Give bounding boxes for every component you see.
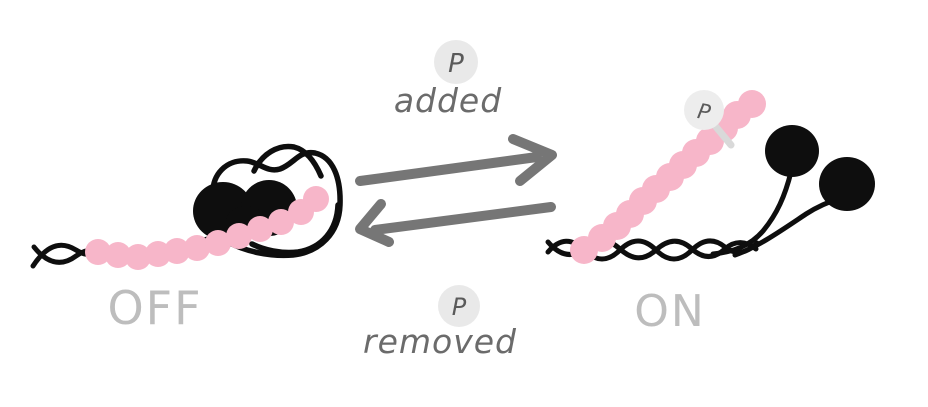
added-label: added: [394, 81, 502, 120]
bead: [205, 230, 231, 256]
globular-domain-circle: [765, 125, 819, 177]
forward-arrowhead-icon: [508, 134, 557, 186]
equilibrium-arrows: [355, 134, 557, 247]
off-label: OFF: [107, 281, 202, 335]
phosphate-badge-top: [434, 40, 478, 84]
globular-domain-circle: [819, 157, 875, 211]
bead: [85, 239, 111, 265]
on-label: ON: [634, 286, 706, 337]
phosphate-letter-top: P: [448, 49, 464, 79]
forward-arrow-icon: [355, 152, 542, 186]
bead: [184, 235, 210, 261]
phosphate-tag-letter: P: [696, 99, 713, 125]
bead: [125, 244, 151, 270]
bead: [105, 242, 131, 268]
bead: [268, 209, 294, 235]
phosphate-letter-bottom: P: [452, 293, 467, 321]
bead: [164, 238, 190, 264]
phosphate-badge-bottom: [438, 285, 480, 327]
reverse-arrowhead-icon: [355, 199, 394, 247]
on-protein-domains: [765, 125, 875, 211]
removed-label: removed: [363, 322, 517, 361]
on-bead-chain: [570, 90, 766, 264]
bead: [226, 223, 252, 249]
off-bead-chain: [85, 186, 329, 270]
on-structure: P ON: [545, 90, 875, 337]
reverse-arrow-icon: [370, 202, 556, 235]
bead: [303, 186, 329, 212]
protein-loop-crossing: [251, 143, 324, 179]
domain-stalk: [710, 169, 794, 257]
off-structure: OFF: [30, 143, 343, 335]
protein-loop-over-beads: [249, 202, 341, 256]
bead: [247, 216, 273, 242]
phosphate-tag-circle: [684, 90, 724, 130]
transition-center: P added P removed: [355, 40, 557, 361]
bead: [738, 90, 766, 118]
